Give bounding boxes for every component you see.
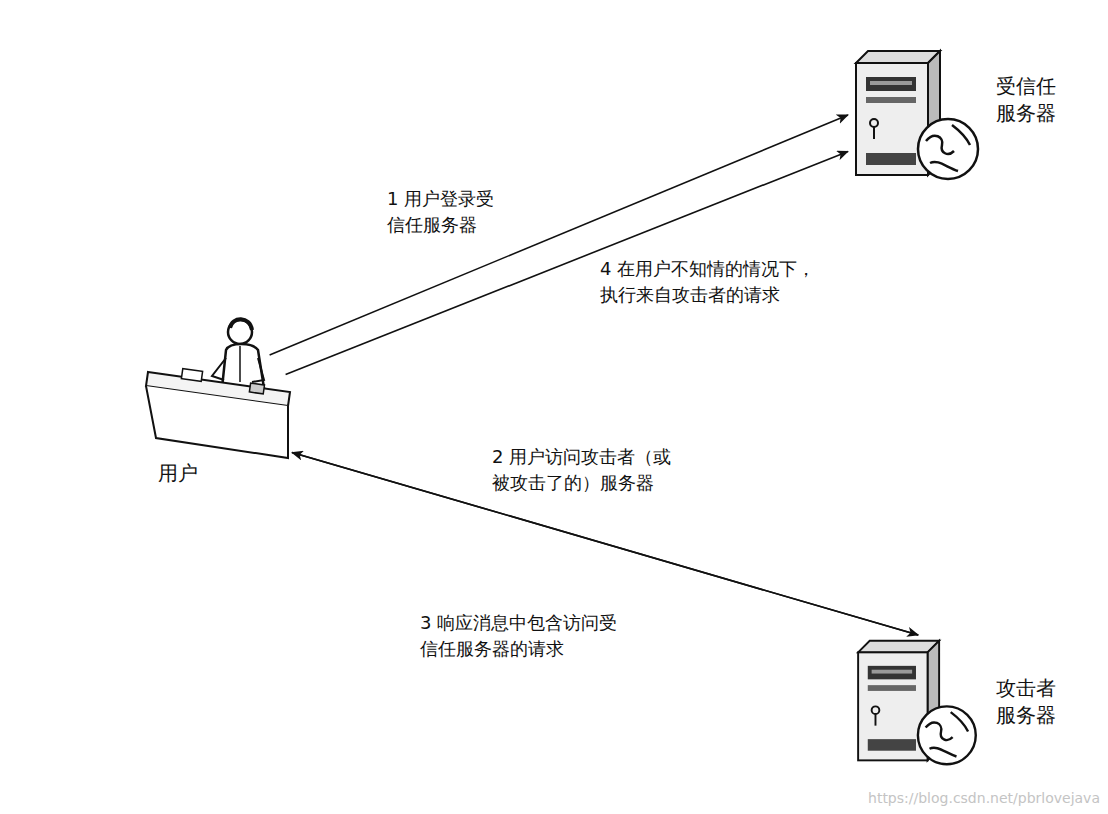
watermark: https://blog.csdn.net/pbrlovejava [868,790,1100,806]
node-label: 受信任 服务器 [996,73,1068,127]
node-label: 用户 [158,460,218,487]
node-label: 攻击者 服务器 [996,675,1068,729]
step-label: 3 响应消息中包含访问受 信任服务器的请求 [418,610,636,662]
user-at-desk [140,310,300,460]
step-label: 4 在用户不知情的情况下， 执行来自攻击者的请求 [598,256,834,308]
trusted-server: 受信任 服务器 [848,45,983,185]
attacker-server: 攻击者 服务器 [848,635,983,770]
step-label: 2 用户访问攻击者（或 被攻击了的）服务器 [490,444,690,496]
server-icon [848,45,983,185]
arrow-connector [270,115,848,355]
user-station: 用户 [140,310,300,460]
server-icon [848,635,983,770]
step-label: 1 用户登录受 信任服务器 [385,186,511,238]
arrow-connector [286,151,848,374]
